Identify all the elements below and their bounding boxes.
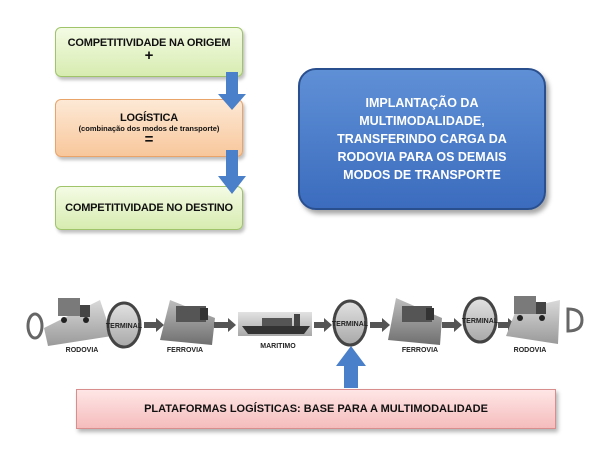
train-icon-2 [402, 306, 434, 322]
multimodality-callout-text: IMPLANTAÇÃO DA MULTIMODALIDADE, TRANSFER… [337, 96, 507, 182]
destination-competitiveness-text: COMPETITIVIDADE NO DESTINO [65, 202, 233, 214]
truck-icon-1 [58, 298, 90, 323]
rail-1-label: FERROVIA [167, 347, 203, 354]
terminal-3-label: TERMINAL [462, 318, 499, 325]
destination-competitiveness-box: COMPETITIVIDADE NO DESTINO [55, 186, 243, 230]
road-segment-1 [44, 300, 112, 346]
logistics-platform-text: PLATAFORMAS LOGÍSTICAS: BASE PARA A MULT… [144, 403, 488, 415]
plus-sign: + [144, 47, 154, 64]
down-arrow-1 [218, 72, 246, 110]
road-1-label: RODOVIA [66, 347, 99, 354]
origin-competitiveness-text: COMPETITIVIDADE NA ORIGEM [67, 37, 231, 49]
rail-2-label: FERROVIA [402, 347, 438, 354]
destination-shape [566, 307, 584, 333]
truck-icon-2 [514, 296, 546, 321]
transport-chain: TERMINAL TERMINAL TERMINAL RODOVIA FERRO… [26, 296, 584, 354]
logistics-subtitle: (combinação dos modos de transporte) [78, 124, 220, 133]
up-arrow [336, 346, 366, 388]
terminal-2-icon [332, 299, 368, 347]
terminal-3-icon [462, 296, 498, 344]
road-2-label: RODOVIA [514, 347, 547, 354]
origin-circle [26, 312, 44, 340]
down-arrow-2 [218, 150, 246, 194]
logistics-box: LOGÍSTICA (combinação dos modos de trans… [55, 99, 243, 157]
terminal-2-label: TERMINAL [332, 321, 369, 328]
equals-sign: = [144, 131, 154, 148]
origin-competitiveness-box: COMPETITIVIDADE NA ORIGEM + [55, 27, 243, 77]
ship-icon [242, 314, 310, 334]
terminal-1-label: TERMINAL [106, 323, 143, 330]
sea-label: MARITIMO [260, 343, 296, 350]
railway-segment-1 [160, 300, 215, 345]
train-icon-1 [176, 306, 208, 322]
multimodality-callout: IMPLANTAÇÃO DA MULTIMODALIDADE, TRANSFER… [298, 68, 546, 210]
logistics-platform-bar: PLATAFORMAS LOGÍSTICAS: BASE PARA A MULT… [76, 389, 556, 429]
logistics-title: LOGÍSTICA [119, 112, 179, 124]
terminal-1-icon [106, 301, 142, 349]
